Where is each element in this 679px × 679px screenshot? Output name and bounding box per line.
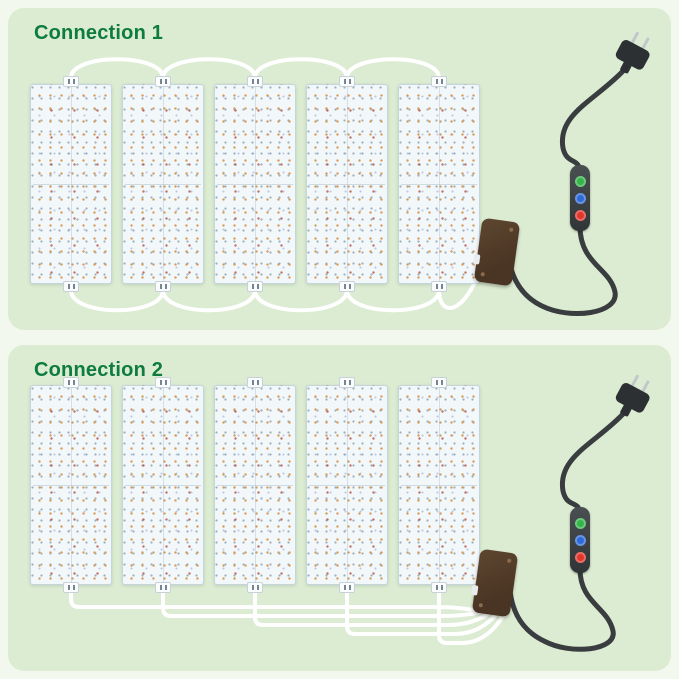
panel-connector-top-icon	[63, 377, 79, 388]
cable-layer	[69, 410, 627, 652]
panel-link-cable-bottom	[161, 288, 257, 313]
led-panel	[122, 76, 204, 292]
led-panel	[398, 76, 480, 292]
controller-button-green-icon	[574, 517, 586, 529]
panel-connector-top-icon	[155, 377, 171, 388]
cable-layer	[69, 57, 627, 317]
panel-connector-bottom-icon	[63, 281, 79, 292]
panel-connector-top-icon	[431, 377, 447, 388]
panel-to-box-cable	[345, 587, 501, 636]
led-panel	[306, 377, 388, 593]
panel-connector-top-icon	[431, 76, 447, 87]
connection-1-title: Connection 1	[34, 22, 164, 44]
panel-to-box-cable	[69, 587, 480, 613]
connection-2-section: Connection 2	[8, 345, 671, 671]
panel-to-box-cable	[253, 587, 494, 627]
led-panel	[122, 377, 204, 593]
panel-connector-top-icon	[155, 76, 171, 87]
inline-controller	[570, 165, 590, 231]
panel-connector-bottom-icon	[155, 582, 171, 593]
panel-link-cable-bottom	[253, 288, 349, 313]
led-panel	[30, 377, 112, 593]
power-cable	[559, 410, 627, 518]
panel-link-cable-bottom	[69, 288, 165, 313]
panel-connector-bottom-icon	[247, 582, 263, 593]
panel-connector-bottom-icon	[339, 582, 355, 593]
controller-button-red-icon	[574, 209, 586, 221]
panel-link-cable-top	[161, 57, 257, 80]
panel-link-cable-top	[345, 57, 441, 80]
panel-link-cable-bottom	[345, 288, 441, 313]
power-cable	[506, 566, 616, 652]
panel-connector-bottom-icon	[339, 281, 355, 292]
panel-to-box-cable	[437, 587, 508, 645]
panel-connector-top-icon	[339, 377, 355, 388]
led-panel	[30, 76, 112, 292]
led-panel	[398, 377, 480, 593]
panel-connector-top-icon	[247, 377, 263, 388]
panel-connector-bottom-icon	[431, 281, 447, 292]
panel-connector-bottom-icon	[247, 281, 263, 292]
controller-button-green-icon	[574, 175, 586, 187]
inline-controller	[570, 507, 590, 573]
controller-button-blue-icon	[574, 534, 586, 546]
panel-to-box-cable	[161, 587, 487, 618]
power-cable	[559, 67, 627, 177]
led-panel	[306, 76, 388, 292]
panel-connector-bottom-icon	[431, 582, 447, 593]
power-cable	[504, 223, 618, 317]
panel-connector-top-icon	[339, 76, 355, 87]
panel-connector-top-icon	[63, 76, 79, 87]
connection-1-section: Connection 1	[8, 8, 671, 330]
panel-connector-bottom-icon	[155, 281, 171, 292]
connection-2-diagram	[8, 345, 671, 671]
led-panel	[214, 76, 296, 292]
led-panel	[214, 377, 296, 593]
panel-connector-bottom-icon	[63, 582, 79, 593]
controller-button-red-icon	[574, 551, 586, 563]
panel-link-cable-top	[69, 57, 165, 80]
connection-2-title: Connection 2	[34, 359, 164, 381]
panel-connector-top-icon	[247, 76, 263, 87]
connection-1-diagram	[8, 8, 671, 330]
controller-button-blue-icon	[574, 192, 586, 204]
panel-link-cable-top	[253, 57, 349, 80]
